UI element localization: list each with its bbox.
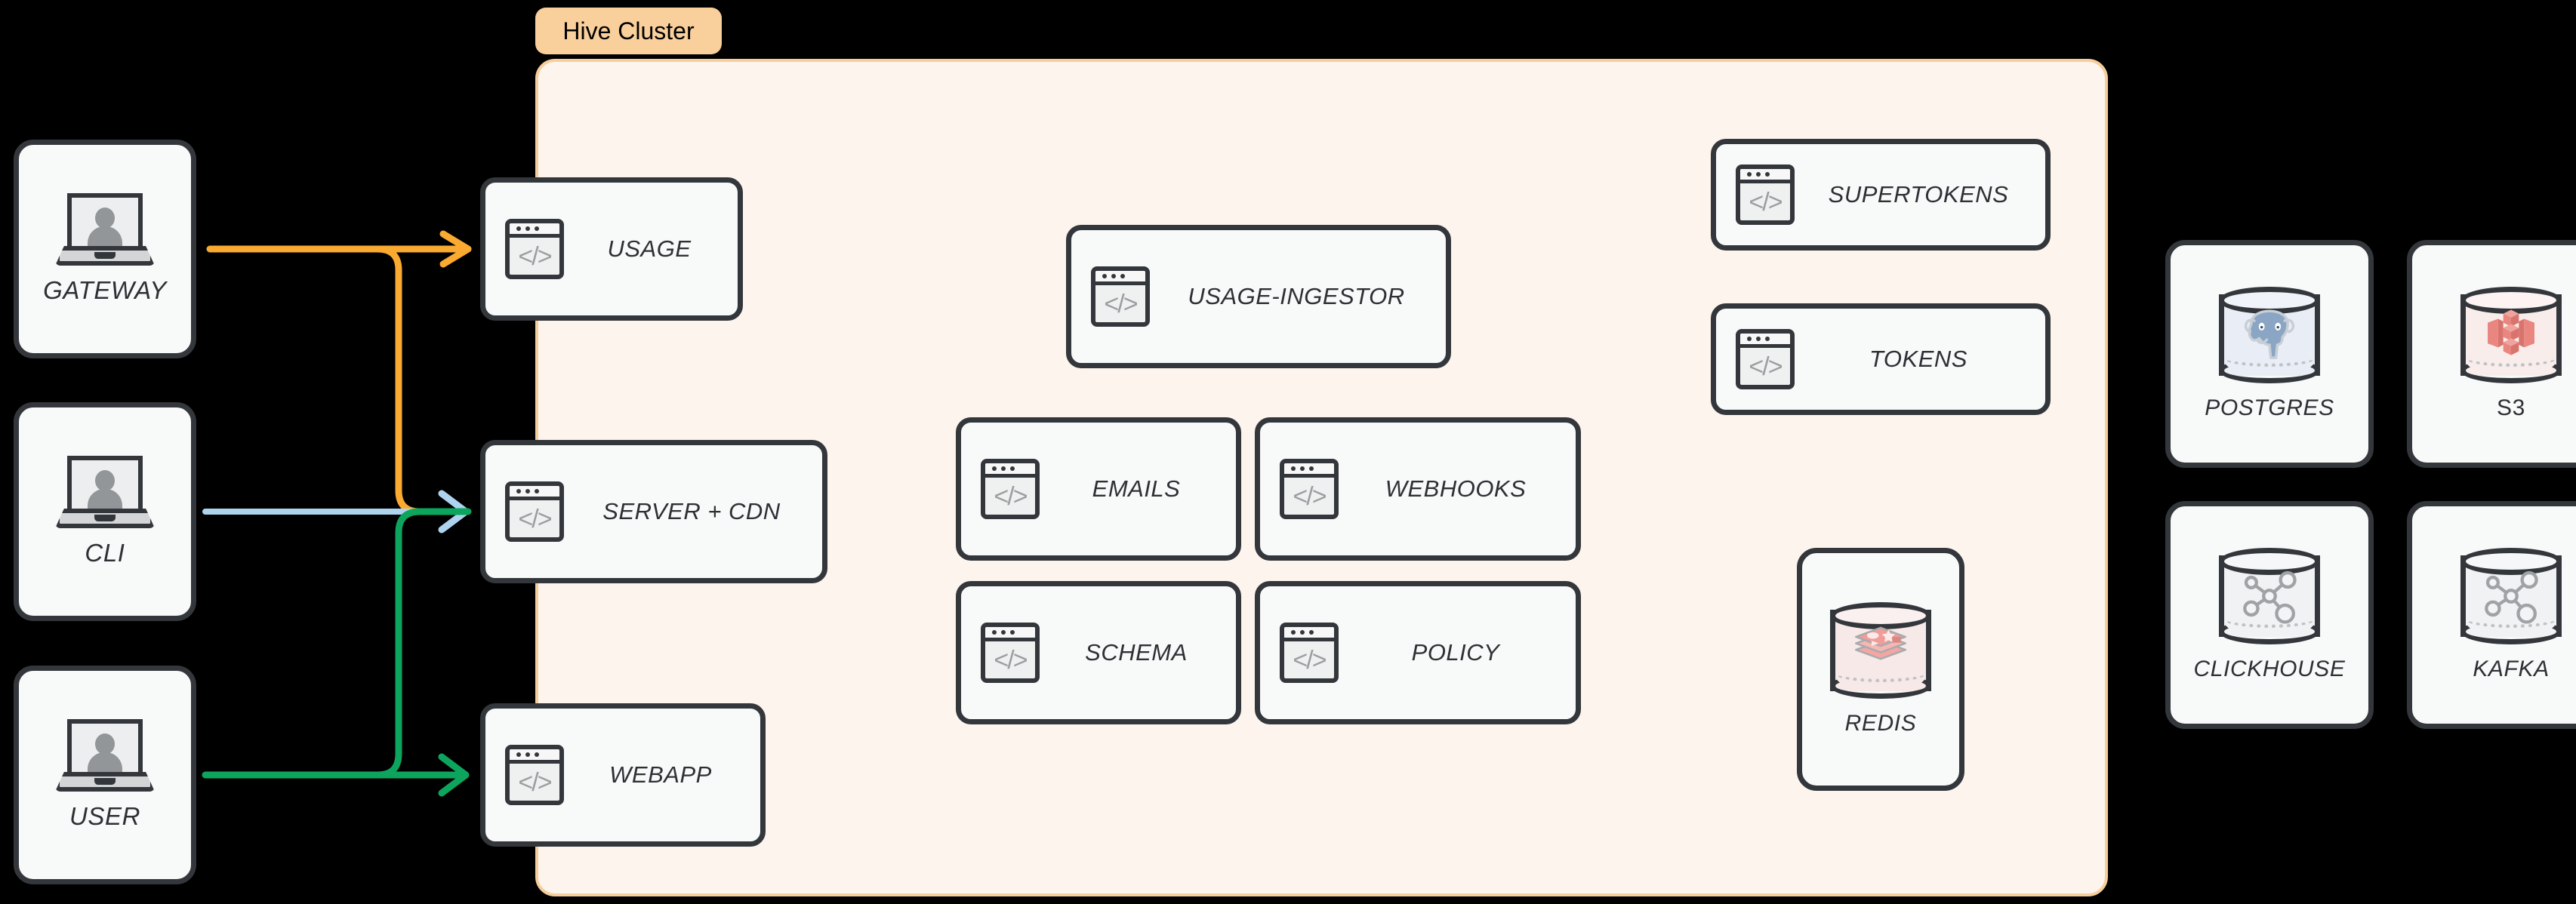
laptop-user-icon bbox=[55, 719, 155, 792]
code-glyph: </> bbox=[1293, 482, 1327, 511]
service-card-server-cdn[interactable]: </> SERVER + CDN bbox=[480, 440, 827, 583]
service-label-policy: POLICY bbox=[1411, 639, 1500, 666]
client-label-user: USER bbox=[69, 802, 141, 830]
client-label-gateway: GATEWAY bbox=[43, 276, 167, 304]
browser-code-icon: </> bbox=[1280, 623, 1339, 683]
service-card-usage[interactable]: </> USAGE bbox=[480, 177, 743, 321]
datastore-label-redis: REDIS bbox=[1844, 711, 1917, 736]
service-label-server-cdn: SERVER + CDN bbox=[602, 498, 781, 524]
browser-code-icon: </> bbox=[981, 459, 1040, 519]
service-label-webapp: WEBAPP bbox=[609, 761, 712, 788]
service-label-supertokens: SUPERTOKENS bbox=[1828, 181, 2009, 208]
browser-code-icon: </> bbox=[505, 745, 564, 805]
service-card-emails[interactable]: </> EMAILS bbox=[956, 417, 1241, 561]
client-card-user[interactable]: USER bbox=[14, 666, 196, 884]
code-glyph: </> bbox=[994, 646, 1028, 675]
code-glyph: </> bbox=[1104, 290, 1138, 318]
redis-logo bbox=[1855, 626, 1906, 660]
datastore-label-kafka: KAFKA bbox=[2473, 656, 2550, 681]
client-card-gateway[interactable]: GATEWAY bbox=[14, 140, 196, 358]
datastore-card-s3[interactable]: S3 bbox=[2407, 240, 2576, 468]
service-card-webhooks[interactable]: </> WEBHOOKS bbox=[1255, 417, 1581, 561]
service-card-webapp[interactable]: </> WEBAPP bbox=[480, 703, 766, 847]
browser-code-icon: </> bbox=[1736, 165, 1795, 225]
service-label-tokens: TOKENS bbox=[1869, 346, 1967, 372]
postgres-cylinder-icon bbox=[2219, 287, 2320, 383]
code-glyph: </> bbox=[994, 482, 1028, 511]
datastore-label-postgres: POSTGRES bbox=[2205, 395, 2334, 420]
service-label-webhooks: WEBHOOKS bbox=[1385, 475, 1527, 502]
browser-code-icon: </> bbox=[1091, 266, 1150, 327]
laptop-user-icon bbox=[55, 456, 155, 528]
node-graph-logo bbox=[2485, 570, 2538, 624]
edge-gateway-branch-down bbox=[377, 245, 457, 515]
service-label-emails: EMAILS bbox=[1092, 475, 1181, 502]
s3-cylinder-icon bbox=[2460, 287, 2562, 383]
service-card-tokens[interactable]: </> TOKENS bbox=[1711, 303, 2051, 415]
postgres-elephant-logo bbox=[2244, 309, 2295, 359]
client-card-cli[interactable]: CLI bbox=[14, 402, 196, 621]
datastore-card-postgres[interactable]: POSTGRES bbox=[2165, 240, 2374, 468]
datastore-label-s3: S3 bbox=[2497, 395, 2525, 420]
s3-bucket-logo bbox=[2488, 309, 2534, 355]
code-glyph: </> bbox=[518, 768, 552, 797]
client-label-cli: CLI bbox=[85, 539, 125, 567]
browser-code-icon: </> bbox=[505, 481, 564, 542]
code-glyph: </> bbox=[518, 505, 552, 533]
browser-code-icon: </> bbox=[1736, 329, 1795, 389]
browser-code-icon: </> bbox=[505, 219, 564, 279]
code-glyph: </> bbox=[518, 242, 552, 271]
service-card-supertokens[interactable]: </> SUPERTOKENS bbox=[1711, 139, 2051, 251]
hive-cluster-badge: Hive Cluster bbox=[535, 8, 722, 54]
service-label-usage-ingestor: USAGE-INGESTOR bbox=[1188, 283, 1405, 309]
code-glyph: </> bbox=[1293, 646, 1327, 675]
browser-code-icon: </> bbox=[1280, 459, 1339, 519]
edge-user-branch-up bbox=[374, 508, 472, 779]
code-glyph: </> bbox=[1749, 188, 1783, 217]
redis-cylinder-icon bbox=[1830, 602, 1931, 699]
datastore-card-kafka[interactable]: KAFKA bbox=[2407, 501, 2576, 729]
service-label-usage: USAGE bbox=[607, 235, 692, 262]
arrowhead-user-webapp bbox=[438, 753, 470, 797]
service-card-usage-ingestor[interactable]: </> USAGE-INGESTOR bbox=[1066, 225, 1451, 368]
laptop-user-icon bbox=[55, 193, 155, 266]
datastore-label-clickhouse: CLICKHOUSE bbox=[2193, 656, 2346, 681]
service-card-policy[interactable]: </> POLICY bbox=[1255, 581, 1581, 724]
browser-code-icon: </> bbox=[981, 623, 1040, 683]
service-label-schema: SCHEMA bbox=[1085, 639, 1188, 666]
service-card-schema[interactable]: </> SCHEMA bbox=[956, 581, 1241, 724]
arrowhead-gateway-usage bbox=[439, 230, 472, 268]
node-graph-logo bbox=[2243, 570, 2297, 624]
kafka-cylinder-icon bbox=[2460, 548, 2562, 644]
datastore-card-clickhouse[interactable]: CLICKHOUSE bbox=[2165, 501, 2374, 729]
datastore-card-redis[interactable]: REDIS bbox=[1797, 548, 1964, 791]
clickhouse-cylinder-icon bbox=[2219, 548, 2320, 644]
arrowhead-cli-server-cdn bbox=[438, 490, 470, 533]
code-glyph: </> bbox=[1749, 352, 1783, 381]
